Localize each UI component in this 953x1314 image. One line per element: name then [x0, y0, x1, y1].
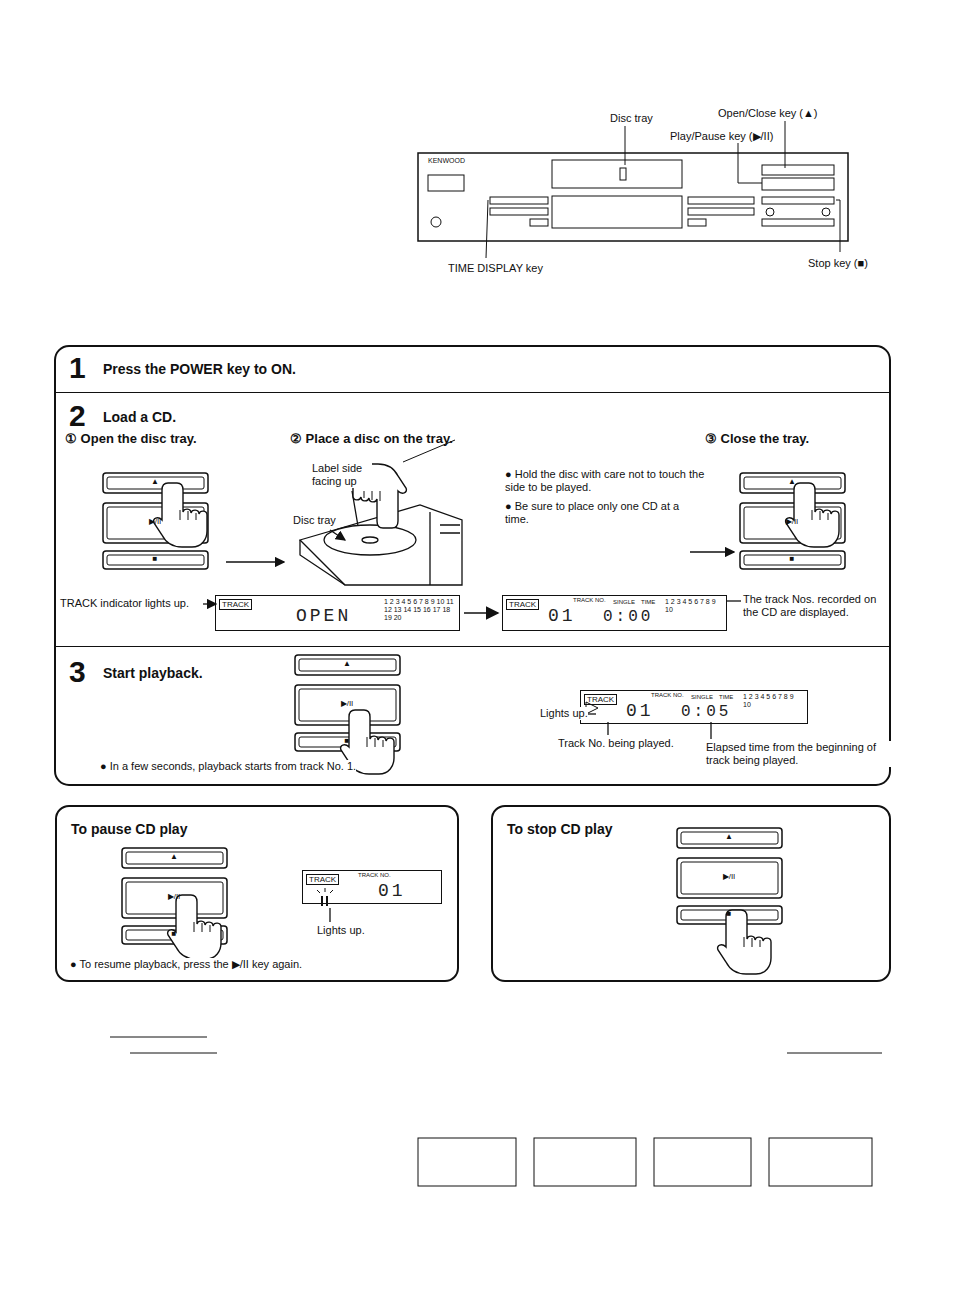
button-symbol: ■: [154, 929, 194, 939]
callout-label: KENWOOD: [428, 157, 465, 165]
button-symbol: ▶/II: [772, 517, 812, 527]
step-text: Press the POWER key to ON.: [103, 361, 296, 377]
step-text: Start playback.: [103, 665, 203, 681]
display-text: 0:00: [603, 608, 653, 626]
callout-label: ● To resume playback, press the ▶/II key…: [70, 958, 302, 971]
callout-label: Open/Close key (▲): [718, 107, 818, 120]
button-symbol: ▶/II: [154, 892, 194, 902]
button-symbol: ▶/II: [709, 872, 749, 882]
step-text: ③ Close the tray.: [705, 432, 809, 447]
button-symbol: ▶/II: [135, 517, 175, 527]
step-text: To pause CD play: [71, 821, 187, 837]
display-text: 01: [378, 881, 406, 902]
display-text: 01: [548, 606, 576, 627]
step-text: 1: [69, 351, 86, 386]
sub-step: ① Open the disc tray.: [65, 430, 265, 452]
display-text: TRACK: [584, 694, 617, 705]
sub-step: ② Place a disc on the tray.: [290, 430, 510, 452]
button-symbol: ■: [327, 736, 367, 746]
step-text: To stop CD play: [507, 821, 613, 837]
button-symbol: ■: [709, 909, 749, 919]
callout-label: Elapsed time from the beginning of track…: [706, 741, 891, 767]
button-symbol: ▲: [327, 659, 367, 669]
callout-label: The track Nos. recorded on the CD are di…: [743, 593, 888, 619]
callout-label: ● In a few seconds, playback starts from…: [100, 760, 356, 773]
lcd-display: TRACK TRACK NO. SINGLE TIME 01 0:00 1 2 3 4 5 …: [502, 595, 727, 631]
button-symbol: ▲: [135, 477, 175, 487]
callout-label: Label side facing up: [312, 462, 372, 488]
disc-tray-picture: [300, 440, 462, 585]
callout-label: Track No. being played.: [558, 737, 674, 750]
callout-label: ● Be sure to place only one CD at a time…: [505, 500, 705, 526]
button-symbol: ▶/II: [327, 699, 367, 709]
step-text: ① Open the disc tray.: [65, 432, 197, 447]
display-text: TRACK: [219, 599, 252, 610]
note-box: To stop CD play: [491, 805, 891, 982]
display-text: TRACK NO.: [573, 597, 606, 604]
flow-arrow: [464, 612, 498, 614]
cd-player: [418, 121, 848, 258]
display-text: SINGLE: [691, 694, 713, 701]
callout-label: TIME DISPLAY key: [448, 262, 543, 275]
callout-label: Stop key (■): [808, 257, 868, 270]
display-text: TRACK NO.: [651, 692, 684, 699]
display-text: TIME: [641, 599, 655, 606]
lcd-display: TRACK TRACK NO. 01: [302, 870, 442, 904]
callout-label: ● Hold the disc with care not to touch t…: [505, 468, 705, 494]
display-text: 1 2 3 4 5 6 7 8 9 10: [665, 598, 723, 614]
display-text: TRACK: [306, 874, 339, 885]
step-text: ② Place a disc on the tray.: [290, 432, 453, 447]
callout-label: TRACK indicator lights up.: [60, 597, 189, 610]
button-symbol: ▲: [154, 852, 194, 862]
display-text: TRACK: [506, 599, 539, 610]
callout-label: Disc tray: [610, 112, 653, 125]
display-text: 1 2 3 4 5 6 7 8 9 10: [743, 693, 801, 709]
lcd-display: TRACK OPEN 1 2 3 4 5 6 7 8 9 10 11 12 13 1…: [215, 595, 460, 631]
display-text: 0:05: [681, 703, 731, 721]
lcd-display: TRACK TRACK NO. SINGLE TIME 01 0:05 1 2 3 4 5 …: [580, 690, 808, 724]
display-text: 1 2 3 4 5 6 7 8 9 10 11 12 13 14 15 16 1…: [384, 598, 456, 622]
step-text: 3: [69, 655, 86, 690]
note-box: To pause CD playTRACK TRACK NO. 01: [55, 805, 459, 982]
display-text: OPEN: [296, 606, 351, 627]
callout-label: Lights up.: [540, 707, 588, 720]
display-text: TIME: [719, 694, 733, 701]
step-text: 2: [69, 399, 86, 434]
display-text: SINGLE: [613, 599, 635, 606]
sub-step: ③ Close the tray.: [705, 430, 865, 452]
button-symbol: ▲: [772, 477, 812, 487]
callout-label: Play/Pause key (▶/II): [670, 130, 773, 143]
callout-label: Lights up.: [317, 924, 365, 937]
button-symbol: ■: [772, 554, 812, 564]
step-text: Load a CD.: [103, 409, 176, 425]
button-symbol: ■: [135, 554, 175, 564]
callout-label: Disc tray: [293, 514, 336, 527]
display-text: 01: [626, 701, 654, 722]
display-text: TRACK NO.: [358, 872, 391, 879]
button-symbol: ▲: [709, 832, 749, 842]
step-band: 1 Press the POWER key to ON.: [55, 347, 890, 393]
